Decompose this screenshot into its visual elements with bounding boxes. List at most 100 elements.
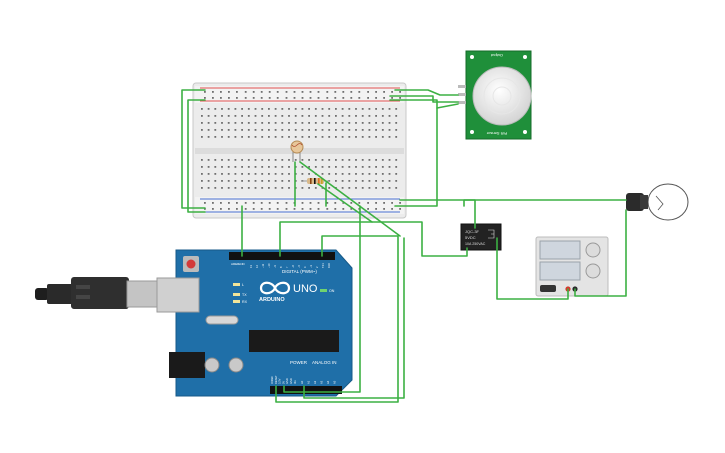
breadboard-hole (254, 166, 257, 168)
breadboard-hole (268, 97, 271, 99)
breadboard-hole (274, 129, 277, 131)
breadboard-hole (254, 173, 257, 175)
breadboard-hole (201, 180, 203, 182)
breadboard-hole (355, 136, 357, 138)
wire-bulb-to-supply (574, 209, 627, 297)
wire-res-diag (317, 183, 373, 223)
breadboard-hole (368, 115, 371, 117)
breadboard-hole (341, 108, 344, 110)
breadboard-hole (388, 187, 391, 189)
breadboard-hole (288, 159, 290, 161)
light-bulb (626, 183, 689, 221)
wire-relay-to-bulb (463, 199, 627, 207)
breadboard-hole (388, 166, 391, 168)
breadboard-hole (388, 136, 391, 138)
breadboard-hole (342, 97, 345, 99)
breadboard-hole (368, 173, 371, 175)
breadboard-hole (381, 166, 384, 168)
breadboard-hole (391, 91, 393, 93)
power-supply (535, 236, 609, 297)
breadboard-hole (375, 159, 377, 161)
breadboard-hole (281, 136, 284, 138)
breadboard-hole (326, 91, 329, 93)
breadboard-hole (254, 187, 257, 189)
breadboard-hole (348, 166, 351, 168)
breadboard-hole (228, 208, 230, 210)
breadboard-hole (212, 202, 214, 204)
arduino-model-text: UNO (293, 283, 318, 295)
breadboard-hole (274, 115, 277, 117)
breadboard-hole (254, 136, 257, 138)
digital-pin-label: ~9 (273, 264, 277, 268)
breadboard-hole (276, 202, 279, 204)
breadboard-hole (341, 115, 344, 117)
breadboard-hole (254, 180, 257, 182)
pir-bottom-label: PIR Sensor (486, 131, 507, 136)
breadboard-hole (220, 91, 222, 93)
breadboard-hole (317, 202, 320, 204)
wire-pir-gnd (389, 99, 459, 109)
breadboard-hole (335, 159, 337, 161)
breadboard-hole (321, 173, 324, 175)
breadboard-hole (388, 180, 391, 182)
breadboard-hole (254, 115, 257, 117)
breadboard-hole (241, 173, 243, 175)
analog-pin-label: A2 (313, 380, 317, 384)
breadboard-hole (368, 180, 371, 182)
breadboard-hole (288, 122, 290, 124)
breadboard-hole (268, 187, 270, 189)
breadboard-hole (301, 91, 304, 93)
wire-pir-down (394, 107, 438, 207)
breadboard-hole (375, 122, 377, 124)
breadboard-hole (314, 129, 317, 131)
wire-digital-pin (275, 235, 399, 403)
breadboard-hole (395, 136, 398, 138)
breadboard-hole (375, 108, 377, 110)
breadboard-hole (355, 115, 357, 117)
breadboard-hole (268, 115, 270, 117)
breadboard-hole (221, 108, 223, 110)
analog-pin-label: A4 (326, 380, 330, 384)
breadboard-hole (227, 187, 230, 189)
breadboard-hole (375, 136, 377, 138)
breadboard-hole (247, 136, 250, 138)
breadboard-hole (244, 97, 247, 99)
breadboard-hole (261, 108, 264, 110)
breadboard-hole (247, 159, 250, 161)
breadboard-hole (388, 159, 391, 161)
breadboard-hole (355, 173, 357, 175)
breadboard-hole (355, 180, 357, 182)
breadboard-hole (355, 122, 357, 124)
breadboard-hole (335, 166, 337, 168)
breadboard-hole (334, 97, 337, 99)
breadboard-hole (268, 202, 271, 204)
breadboard-hole (234, 180, 237, 182)
breadboard-hole (383, 208, 385, 210)
breadboard-hole (214, 136, 217, 138)
breadboard-hole (268, 91, 271, 93)
breadboard-hole (294, 108, 297, 110)
breadboard-hole (274, 108, 277, 110)
l-label: L (242, 283, 244, 287)
breadboard-hole (276, 97, 279, 99)
breadboard-hole (335, 115, 337, 117)
breadboard-hole (247, 122, 250, 124)
breadboard-hole (348, 122, 351, 124)
digital-pin-label: ~5 (297, 264, 301, 268)
breadboard-hole (391, 202, 393, 204)
breadboard-hole (381, 159, 384, 161)
breadboard-hole (293, 97, 296, 99)
breadboard-hole (274, 122, 277, 124)
breadboard-hole (241, 166, 243, 168)
breadboard-hole (247, 108, 250, 110)
breadboard-hole (234, 115, 237, 117)
breadboard-hole (348, 115, 351, 117)
aref-label: AREF (231, 262, 239, 266)
breadboard-hole (321, 129, 324, 131)
breadboard-hole (342, 208, 345, 210)
breadboard-hole (207, 180, 210, 182)
breadboard-hole (341, 173, 344, 175)
breadboard-hole (201, 108, 203, 110)
